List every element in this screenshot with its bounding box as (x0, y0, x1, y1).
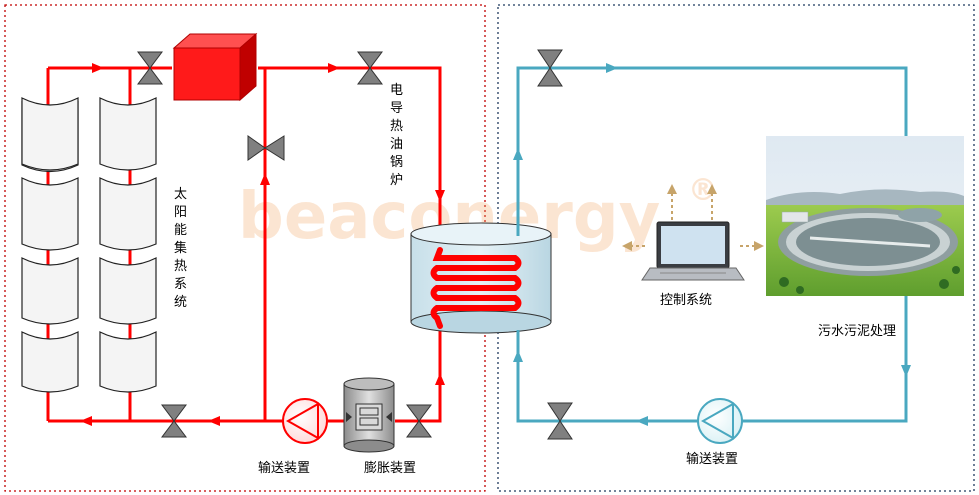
valve-cold-top (537, 49, 563, 87)
pump-left-label: 输送装置 (258, 460, 310, 476)
heat-coil-front (430, 247, 522, 329)
solar-collector-left (21, 97, 79, 393)
left-panel-border (4, 4, 486, 492)
red-heater-box (172, 32, 258, 102)
laptop-icon (641, 221, 745, 281)
expansion-tank-icon (343, 377, 395, 453)
control-arrowheads (622, 184, 764, 251)
pump-left-icon (282, 398, 328, 444)
pump-right-label: 输送装置 (686, 451, 738, 467)
valve-top-left (137, 51, 163, 85)
valve-bottom-right (406, 404, 432, 438)
cold-loop-arrows (513, 63, 911, 426)
solar-collector-right (99, 97, 157, 393)
control-label: 控制系统 (660, 293, 712, 308)
valve-cold-bottom (547, 402, 573, 440)
pump-right-icon (697, 398, 743, 444)
valve-top-middle (357, 51, 383, 85)
expansion-label: 膨胀装置 (364, 461, 416, 476)
sludge-label: 污水污泥处理 (818, 324, 896, 339)
boiler-label: 电导热油锅炉 (390, 83, 403, 188)
hot-loop-arrows (80, 63, 445, 426)
valve-bypass (247, 135, 285, 161)
solar-system-label: 太阳能集热系统 (174, 187, 187, 310)
valve-bottom-left (161, 404, 187, 438)
sewage-plant-photo (766, 136, 964, 296)
control-signal-arrows (630, 192, 756, 247)
